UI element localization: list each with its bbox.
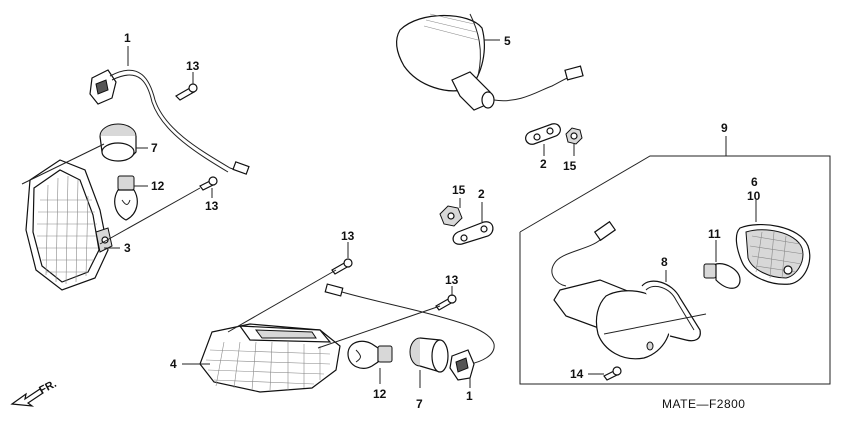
callout-5: 5: [504, 34, 511, 48]
callout-3: 3: [124, 241, 131, 255]
callout-13-mid: 13: [205, 199, 219, 213]
callout-13-lower-right: 13: [445, 273, 459, 287]
gasket-8: [641, 280, 701, 342]
turn-signal-5: [395, 13, 584, 111]
assembly-9-box: [519, 155, 831, 385]
bulb-12-top: [114, 175, 138, 221]
grommet-2-mid: [452, 221, 494, 245]
callout-10: 10: [747, 189, 761, 203]
callout-12-bottom: 12: [373, 387, 387, 401]
callout-12-top: 12: [151, 179, 165, 193]
callout-9: 9: [721, 121, 728, 135]
callout-1-bottom: 1: [466, 389, 473, 403]
callout-labels: 1 13 7 12 13 3 5 2 15 15 2 9 6 10 11 8 1…: [124, 31, 761, 411]
nut-15-top: [565, 127, 583, 145]
tail-lamp-4: [199, 323, 341, 393]
callout-4: 4: [170, 357, 177, 371]
grommet-2-top: [525, 123, 561, 145]
callout-2-mid: 2: [478, 187, 485, 201]
socket-7-top: [99, 123, 137, 162]
diagram-code: MATE—F2800: [662, 397, 745, 411]
screw-13-lower-left: [331, 258, 353, 275]
callout-leaders: [104, 46, 757, 388]
direction-label: FR.: [37, 378, 58, 397]
socket-7-bottom: [409, 337, 449, 373]
callout-15-mid: 15: [452, 183, 466, 197]
callout-15-top: 15: [563, 159, 577, 173]
callout-1-top: 1: [124, 31, 131, 45]
callout-7-top: 7: [151, 141, 158, 155]
callout-13-top: 13: [186, 59, 200, 73]
taillight-lens-3: [25, 159, 113, 291]
callout-7-bottom: 7: [416, 397, 423, 411]
callout-8: 8: [661, 255, 668, 269]
screw-13-lower-right: [435, 294, 457, 311]
wire-harness-bottom: [324, 283, 495, 365]
nut-15-mid: [439, 205, 463, 227]
callout-11: 11: [708, 227, 721, 241]
socket-wire-harness-top: [89, 69, 250, 175]
bulb-12-bottom: [347, 340, 393, 369]
connector-1-bottom: [449, 349, 475, 381]
arrow-icon: [10, 388, 44, 407]
screw-14: [603, 366, 622, 381]
screw-13-mid: [199, 176, 218, 191]
callout-14: 14: [570, 367, 584, 381]
callout-13-lower-left: 13: [341, 229, 355, 243]
front-direction-arrow: FR.: [10, 378, 59, 407]
callout-6: 6: [751, 175, 758, 189]
screw-13-top: [175, 83, 198, 101]
turn-signal-assembly-right: [551, 220, 672, 360]
bulb-11: [703, 263, 741, 289]
lens-6-10: [735, 223, 811, 285]
callout-2-top: 2: [540, 157, 547, 171]
